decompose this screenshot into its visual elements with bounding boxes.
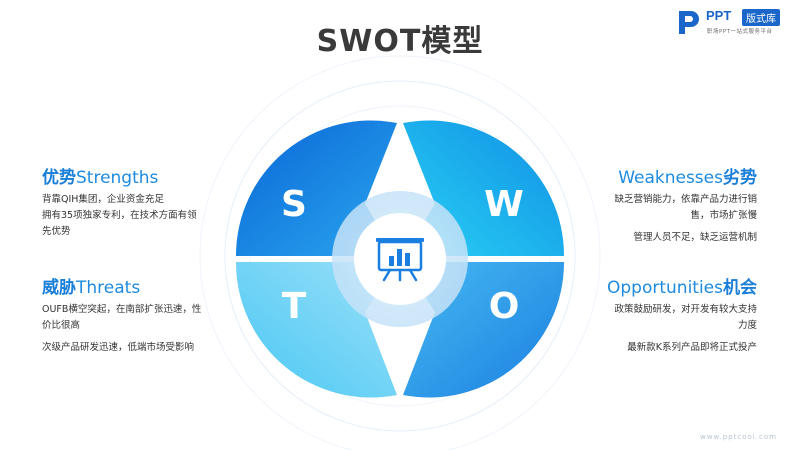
strengths-item: 背靠QIH集团，企业资金充足 [42,194,164,205]
page-title: SWOT模型 [316,24,484,59]
weaknesses-item: 缺乏营销能力，依靠产品力进行销售，市场扩张慢 [614,194,757,221]
strengths-item: 拥有35项独家专利，在技术方面有领先优势 [42,210,197,237]
opportunities-heading-cn: 机会 [723,278,757,298]
presentation-board-icon [376,238,424,282]
t-letter: T [282,286,307,327]
strengths-heading-cn: 优势 [42,168,76,188]
logo-slogan: 职场PPT一站式服务平台 [707,29,773,35]
s-letter: S [281,184,307,225]
footer-url: www.pptcool.com [700,433,777,441]
threats-heading-cn: 威胁 [42,278,76,298]
brand-logo[interactable]: PPT 版式库 职场PPT一站式服务平台 [676,8,794,38]
weaknesses-text: 缺乏营销能力，依靠产品力进行销售，市场扩张慢 管理人员不足，缺乏运营机制 [607,192,757,252]
opportunities-heading: Opportunities机会 [607,273,757,298]
strengths-heading-en: Strengths [76,168,159,188]
threats-heading: 威胁Threats [42,273,140,298]
weaknesses-heading-cn: 劣势 [723,168,757,188]
logo-brand-text: PPT [706,8,732,23]
logo-badge: 版式库 [742,9,780,26]
weaknesses-item: 管理人员不足，缺乏运营机制 [633,232,757,243]
threats-item: OUFB横空突起，在南部扩张迅速，性价比很高 [42,304,202,331]
opportunities-item: 最新款K系列产品即将正式投产 [627,342,757,353]
weaknesses-heading-en: Weaknesses [618,168,723,188]
opportunities-item: 政策鼓励研发，对开发有较大支持力度 [614,304,757,331]
strengths-text: 背靠QIH集团，企业资金充足 拥有35项独家专利，在技术方面有领先优势 [42,192,197,246]
w-letter: W [484,184,524,225]
opportunities-heading-en: Opportunities [607,278,723,298]
threats-item: 次级产品研发迅速，低端市场受影响 [42,342,195,353]
threats-text: OUFB横空突起，在南部扩张迅速，性价比很高 次级产品研发迅速，低端市场受影响 [42,302,202,362]
o-letter: O [489,286,520,327]
strengths-heading: 优势Strengths [42,163,158,188]
threats-heading-en: Threats [76,278,141,298]
weaknesses-heading: Weaknesses劣势 [618,163,757,188]
logo-p-icon [679,11,699,34]
opportunities-text: 政策鼓励研发，对开发有较大支持力度 最新款K系列产品即将正式投产 [607,302,757,362]
